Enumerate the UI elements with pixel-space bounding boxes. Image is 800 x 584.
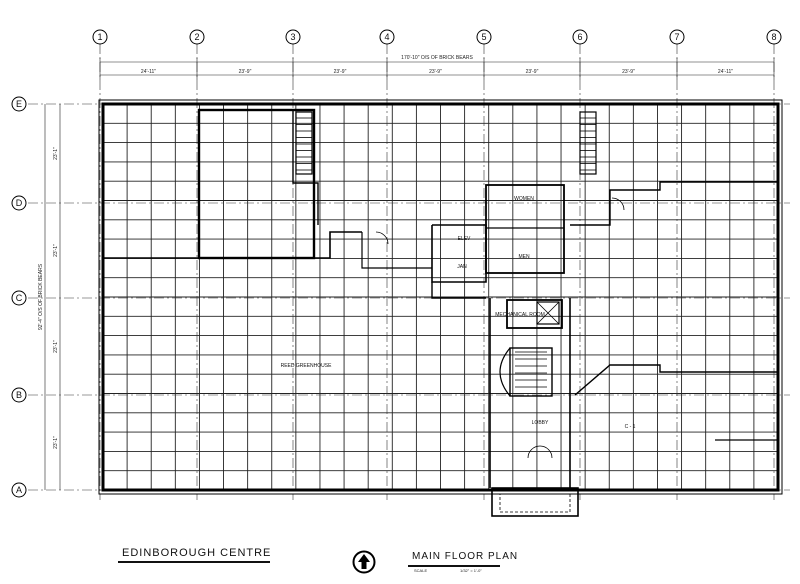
ceiling-grid bbox=[102, 103, 779, 491]
stair-right bbox=[579, 111, 597, 175]
row-dimension: 23'-1" bbox=[53, 436, 59, 449]
column-label: 2 bbox=[194, 32, 199, 42]
partition-wall bbox=[574, 364, 778, 396]
drawing-title-underline bbox=[408, 565, 500, 567]
feature-stair bbox=[509, 347, 553, 397]
mechanical-room bbox=[506, 299, 563, 329]
door-swing bbox=[539, 445, 553, 459]
column-label: 8 bbox=[771, 32, 776, 42]
drawing-title: MAIN FLOOR PLAN bbox=[412, 551, 519, 562]
scale-value: 1/32" = 1'-0" bbox=[460, 568, 482, 573]
column-bubble bbox=[379, 29, 395, 45]
row-label: A bbox=[16, 485, 22, 495]
elevator bbox=[536, 301, 560, 325]
row-label: D bbox=[16, 198, 23, 208]
column-bubble bbox=[285, 29, 301, 45]
column-bubble bbox=[476, 29, 492, 45]
column-label: 6 bbox=[577, 32, 582, 42]
row-label: E bbox=[16, 99, 22, 109]
partition-wall bbox=[570, 181, 778, 226]
grid-bubbles: 1 2 3 4 5 6 7 8E D C B A bbox=[11, 29, 782, 498]
jan-room bbox=[431, 224, 487, 283]
corridor-wall bbox=[431, 282, 486, 299]
room-label-mechanical: MECHANICAL ROOM bbox=[495, 312, 545, 318]
column-label: 3 bbox=[290, 32, 295, 42]
entrance-vestibule bbox=[491, 487, 579, 517]
exterior-wall bbox=[101, 102, 780, 492]
column-bubble bbox=[189, 29, 205, 45]
room-label-washroom-top: WOMEN bbox=[514, 196, 534, 202]
bay-dimension: 24'-11" bbox=[718, 69, 733, 75]
room-label-lobby: LOBBY bbox=[532, 420, 549, 426]
scale-label: SCALE bbox=[414, 568, 428, 573]
bay-dimension: 23'-9" bbox=[239, 69, 252, 75]
column-grid-lines bbox=[28, 44, 790, 500]
bay-dimension: 23'-9" bbox=[334, 69, 347, 75]
row-bubble bbox=[11, 290, 27, 306]
room-labels: REED GREENHOUSE WOMEN MEN ELEV JAN MECHANICAL… bbox=[281, 196, 636, 430]
exterior-wall-outer bbox=[98, 99, 783, 495]
room-label-c1: C - 1 bbox=[625, 424, 636, 430]
column-bubble bbox=[766, 29, 782, 45]
row-bubble bbox=[11, 195, 27, 211]
bay-dimension: 23'-9" bbox=[429, 69, 442, 75]
row-label: C bbox=[16, 293, 23, 303]
column-bubble bbox=[92, 29, 108, 45]
dimension-strings: 170'-10" O/S OF BRICK BEARS 24'-11" 23'-9"… bbox=[38, 55, 775, 490]
column-label: 7 bbox=[674, 32, 679, 42]
room-label-main: REED GREENHOUSE bbox=[281, 363, 333, 369]
door-swing bbox=[527, 445, 541, 459]
column-bubble bbox=[572, 29, 588, 45]
row-bubble bbox=[11, 96, 27, 112]
corridor-wall bbox=[361, 232, 432, 269]
stair-wall bbox=[292, 110, 319, 225]
door-swing bbox=[611, 197, 625, 211]
title-underline bbox=[118, 561, 270, 563]
column-label: 4 bbox=[384, 32, 389, 42]
row-bubble bbox=[11, 387, 27, 403]
bay-dimension: 23'-9" bbox=[622, 69, 635, 75]
row-dimension: 23'-1" bbox=[53, 340, 59, 353]
column-label: 5 bbox=[481, 32, 486, 42]
row-label: B bbox=[16, 390, 22, 400]
row-dimension: 23'-1" bbox=[53, 244, 59, 257]
room-label-washroom-bottom: MEN bbox=[518, 254, 530, 260]
room-label-jan: JAN bbox=[457, 264, 467, 270]
corridor-wall bbox=[103, 231, 362, 259]
walls bbox=[98, 99, 783, 517]
bay-dimension: 23'-9" bbox=[526, 69, 539, 75]
building-title: EDINBOROUGH CENTRE bbox=[122, 547, 272, 559]
door-swing bbox=[375, 231, 389, 245]
overall-row-dimension: 92'-4" O/S OF BRICK BEARS bbox=[38, 263, 44, 330]
north-arrow-icon bbox=[352, 550, 376, 574]
column-label: 1 bbox=[97, 32, 102, 42]
column-bubble bbox=[669, 29, 685, 45]
stair-left bbox=[295, 111, 313, 175]
elevator-x bbox=[536, 301, 560, 325]
room-wall bbox=[197, 108, 316, 260]
stair-curve bbox=[499, 347, 511, 397]
bay-dimension: 24'-11" bbox=[141, 69, 156, 75]
overall-dimension: 170'-10" O/S OF BRICK BEARS bbox=[401, 55, 473, 61]
room-label-elev: ELEV bbox=[458, 236, 471, 242]
row-bubble bbox=[11, 482, 27, 498]
canopy bbox=[499, 493, 571, 513]
row-dimension: 23'-1" bbox=[53, 147, 59, 160]
